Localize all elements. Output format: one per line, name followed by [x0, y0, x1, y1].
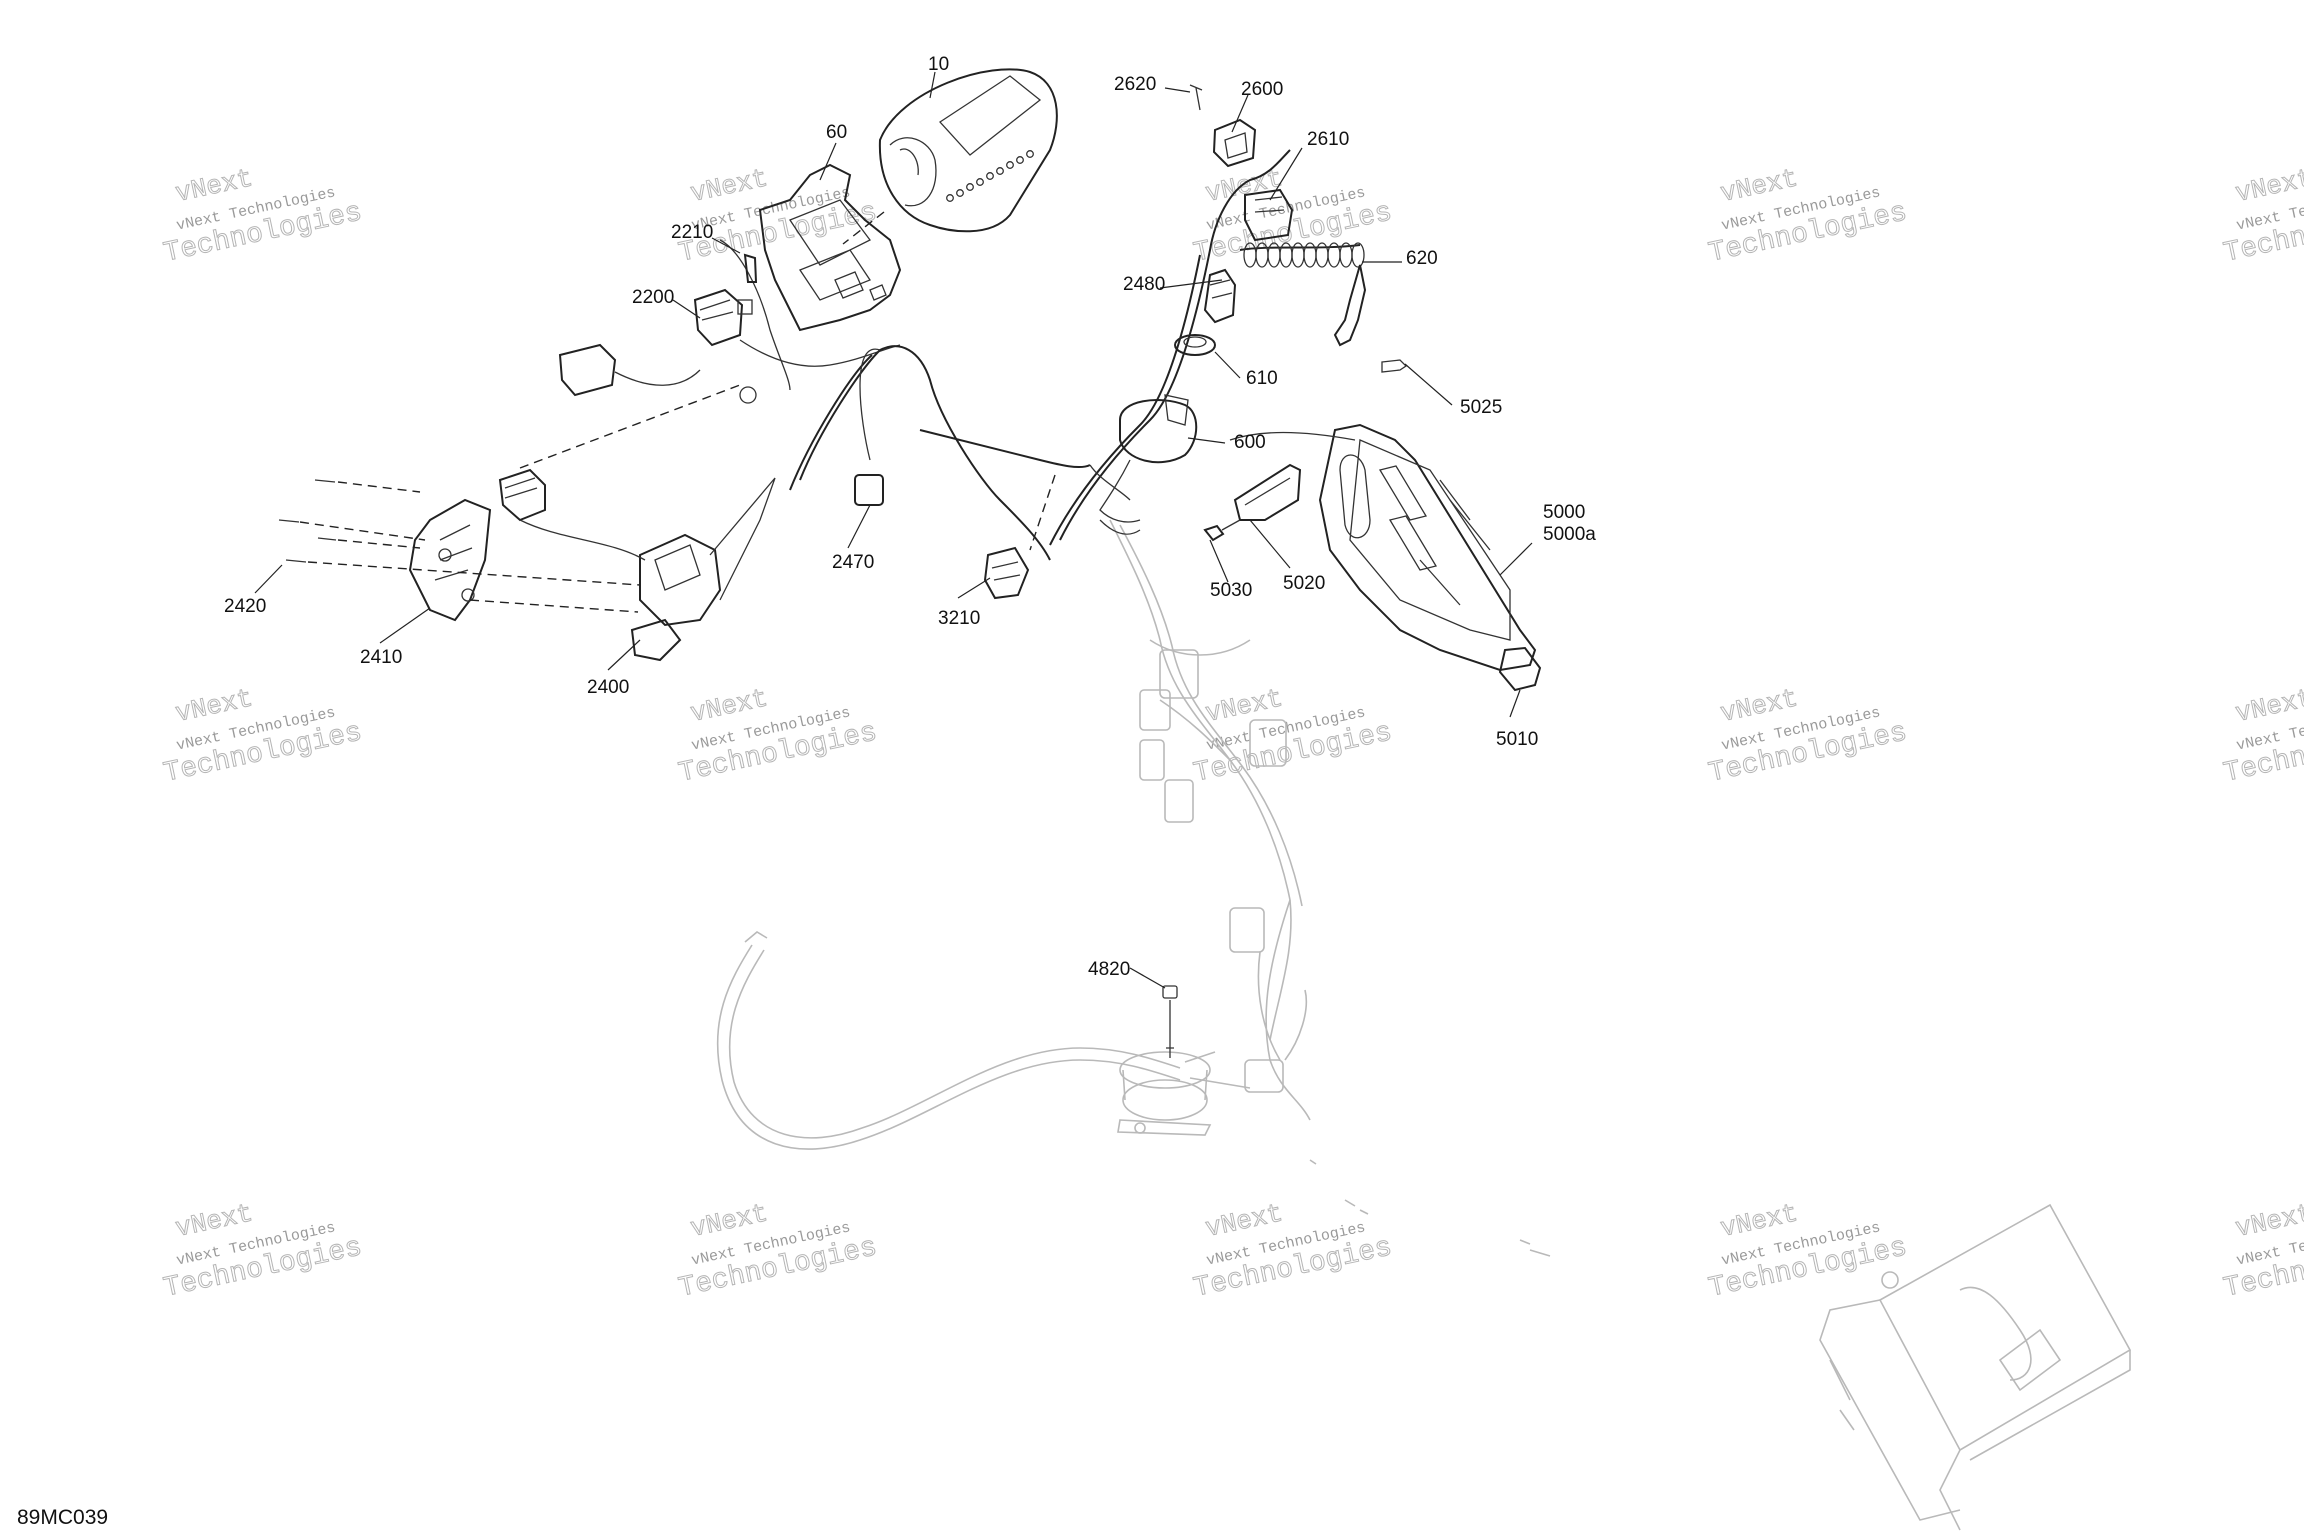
watermark-line-1: vNext — [2233, 1198, 2304, 1244]
callout-5000a: 5000a — [1543, 524, 1596, 545]
main-wiring-harness — [716, 519, 1551, 1257]
callout-60: 60 — [826, 122, 847, 143]
callout-2600: 2600 — [1241, 79, 1283, 100]
watermark-line-1: vNext — [1718, 683, 1801, 729]
handlebar-harness — [789, 149, 1291, 600]
watermark-line-1: vNext — [173, 163, 256, 209]
callout-10: 10 — [928, 54, 949, 75]
watermark-line-1: vNext — [173, 683, 256, 729]
callout-2400: 2400 — [587, 677, 629, 698]
callout-2470: 2470 — [832, 552, 874, 573]
callout-2610: 2610 — [1307, 129, 1349, 150]
watermark-line-1: vNext — [1718, 163, 1801, 209]
callout-2410: 2410 — [360, 647, 402, 668]
callout-2420: 2420 — [224, 596, 266, 617]
watermark-line-1: vNext — [2233, 683, 2304, 729]
instrument-cluster — [842, 68, 1058, 245]
callout-5025: 5025 — [1460, 397, 1502, 418]
battery-box — [1819, 1203, 2132, 1531]
watermark-line-1: vNext — [688, 683, 771, 729]
cluster-bracket — [719, 163, 902, 391]
watermark-line-1: vNext — [2233, 163, 2304, 209]
watermark-line-1: vNext — [1203, 1198, 1286, 1244]
handlebar-switch — [278, 384, 776, 662]
leader-lines — [254, 71, 1533, 989]
callout-4820: 4820 — [1088, 959, 1130, 980]
callout-labels: 10 60 2210 2200 2620 2600 2610 620 2480 … — [224, 54, 1596, 980]
callout-5000: 5000 — [1543, 502, 1585, 523]
callout-2620: 2620 — [1114, 74, 1156, 95]
callout-5020: 5020 — [1283, 573, 1325, 594]
callout-610: 610 — [1246, 368, 1278, 389]
watermark-line-1: vNext — [688, 1198, 771, 1244]
drawing-code: 89MC039 — [17, 1506, 108, 1529]
gauge-connector — [558, 253, 901, 404]
key-switch-group — [1099, 84, 1367, 535]
callout-5010: 5010 — [1496, 729, 1538, 750]
callout-620: 620 — [1406, 248, 1438, 269]
callout-3210: 3210 — [938, 608, 980, 629]
watermark-line-1: vNext — [173, 1198, 256, 1244]
callout-600: 600 — [1234, 432, 1266, 453]
watermark-line-1: vNext — [1203, 683, 1286, 729]
callout-2200: 2200 — [632, 287, 674, 308]
callout-5030: 5030 — [1210, 580, 1252, 601]
watermark-line-1: vNext — [688, 163, 771, 209]
callout-2210: 2210 — [671, 222, 713, 243]
electronic-control-module — [1203, 359, 1542, 692]
watermark-line-1: vNext — [1718, 1198, 1801, 1244]
callout-2480: 2480 — [1123, 274, 1165, 295]
